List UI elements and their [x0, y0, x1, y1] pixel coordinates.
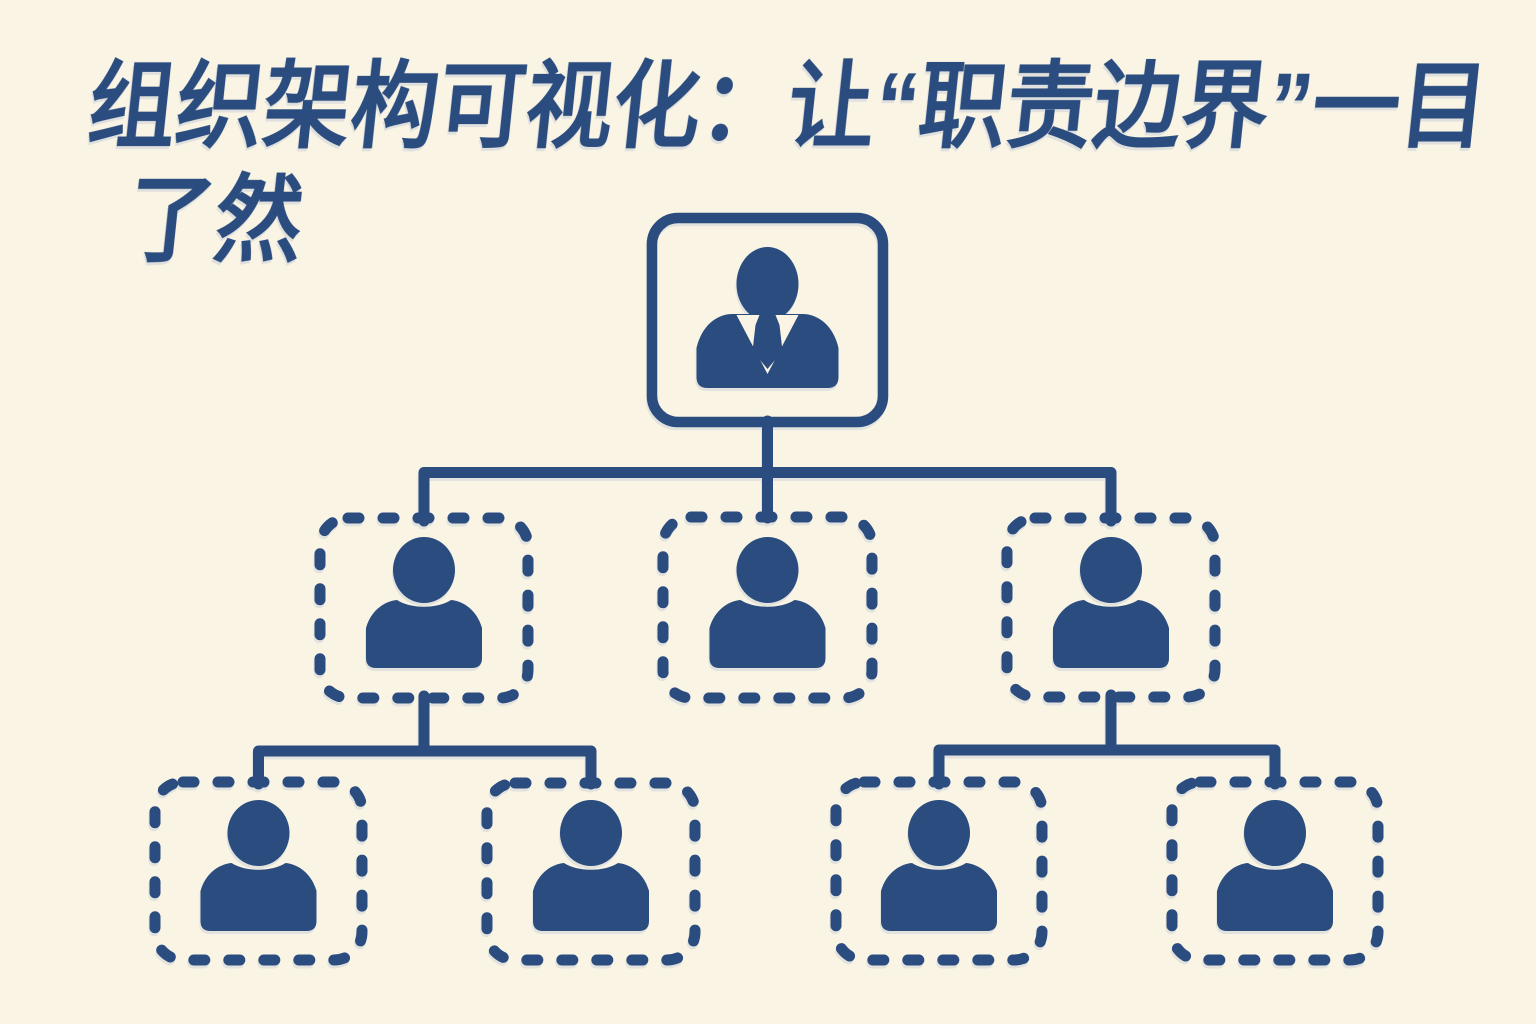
person-icon [1053, 537, 1169, 668]
node-member-2 [481, 777, 701, 966]
node-member-4 [1166, 776, 1384, 966]
person-icon [533, 800, 649, 931]
node-member-1 [149, 776, 368, 966]
node-manager-2 [657, 511, 878, 704]
person-icon [709, 537, 826, 668]
executive-box [646, 212, 889, 428]
member-2-box [481, 777, 701, 966]
member-3-box [830, 776, 1048, 966]
connector-right-branch-bus [933, 744, 1281, 790]
person-icon [366, 537, 482, 668]
member-1-box [149, 776, 368, 966]
node-manager-3 [1001, 512, 1221, 703]
manager-3-box [1001, 512, 1221, 703]
person-tie-icon [696, 247, 839, 388]
member-4-box [1166, 776, 1384, 966]
person-icon [200, 800, 317, 931]
manager-1-box [314, 512, 534, 704]
manager-2-box [657, 511, 878, 704]
node-manager-1 [314, 512, 534, 704]
node-member-3 [830, 776, 1048, 966]
person-icon [881, 800, 997, 931]
node-executive [646, 212, 889, 428]
person-icon [1217, 800, 1333, 931]
connector-level2-bus [418, 467, 1117, 527]
connector-left-branch-bus [253, 745, 597, 790]
